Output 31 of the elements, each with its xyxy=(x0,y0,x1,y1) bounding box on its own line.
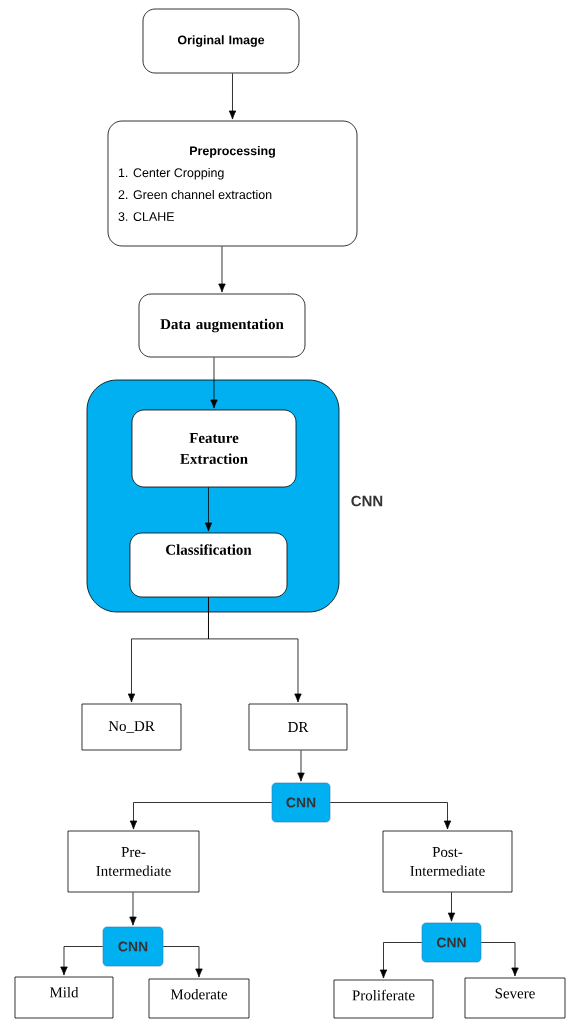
process-box: Preprocessing 1. Center Cropping 2. Green channel extraction 3. CLAHE xyxy=(107,120,358,247)
class-box: Post- Intermediate xyxy=(382,830,513,893)
connector-arrow xyxy=(129,892,137,926)
connector-arrow xyxy=(204,487,213,532)
class-box: No_DR xyxy=(81,703,182,751)
cnn-box: CNN xyxy=(271,782,331,823)
connector-arrow xyxy=(379,942,423,979)
connector-arrow xyxy=(297,750,305,782)
process-box: Feature Extraction xyxy=(131,409,297,488)
connector-arrow xyxy=(208,597,302,703)
connector-arrow xyxy=(218,246,226,293)
connector-arrow xyxy=(129,802,273,830)
class-box: DR xyxy=(248,703,348,751)
connector-arrow xyxy=(447,892,456,922)
class-box: Mild xyxy=(14,976,114,1019)
connector-arrow xyxy=(162,946,203,978)
process-box: Classification xyxy=(129,532,288,598)
connector-arrow xyxy=(228,73,237,120)
class-box: Proliferate xyxy=(333,979,434,1019)
connector-arrow xyxy=(210,357,218,409)
connector-arrow xyxy=(329,802,452,830)
cnn-box: CNN xyxy=(102,926,164,967)
class-box: Moderate xyxy=(148,978,250,1019)
process-box: Data augmentation xyxy=(138,293,306,358)
class-box: Severe xyxy=(464,977,566,1019)
connector-arrow xyxy=(480,942,519,977)
container-label: CNN xyxy=(351,495,383,507)
connector-arrow xyxy=(60,946,104,976)
cnn-box: CNN xyxy=(421,922,482,963)
class-box: Pre- Intermediate xyxy=(67,830,200,893)
process-box: Original Image xyxy=(142,8,300,74)
